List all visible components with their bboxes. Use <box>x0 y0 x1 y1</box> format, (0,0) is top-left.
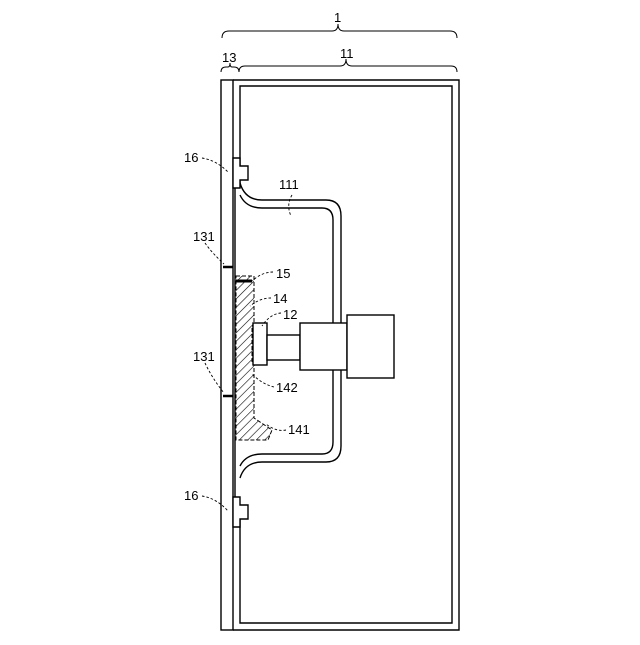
label-recess: 111 <box>279 177 299 192</box>
component-shaft <box>267 335 300 360</box>
label-holder-part-a: 142 <box>276 380 298 395</box>
label-clip-lower: 16 <box>184 488 198 503</box>
leader-clip-lower <box>202 496 228 511</box>
panel-plate <box>221 80 233 630</box>
brace-assembly <box>222 24 457 38</box>
label-clip-upper: 16 <box>184 150 198 165</box>
label-panel: 13 <box>222 50 236 65</box>
label-hole-upper: 131 <box>193 229 215 244</box>
label-holder-part-b: 141 <box>288 422 310 437</box>
component-small-block <box>253 323 267 365</box>
label-seal: 15 <box>276 266 290 281</box>
leader-clip-upper <box>202 158 228 172</box>
leader-recess <box>289 195 292 216</box>
label-component: 12 <box>283 307 297 322</box>
label-holder: 14 <box>273 291 287 306</box>
leader-seal <box>252 272 273 281</box>
component-head <box>347 315 394 378</box>
leader-holder-part-a <box>252 374 274 387</box>
clip-upper <box>233 158 248 188</box>
clip-lower <box>233 497 248 527</box>
label-hole-lower: 131 <box>193 349 215 364</box>
label-assembly: 1 <box>334 10 341 25</box>
label-housing: 11 <box>340 46 354 61</box>
component-body <box>300 323 347 370</box>
